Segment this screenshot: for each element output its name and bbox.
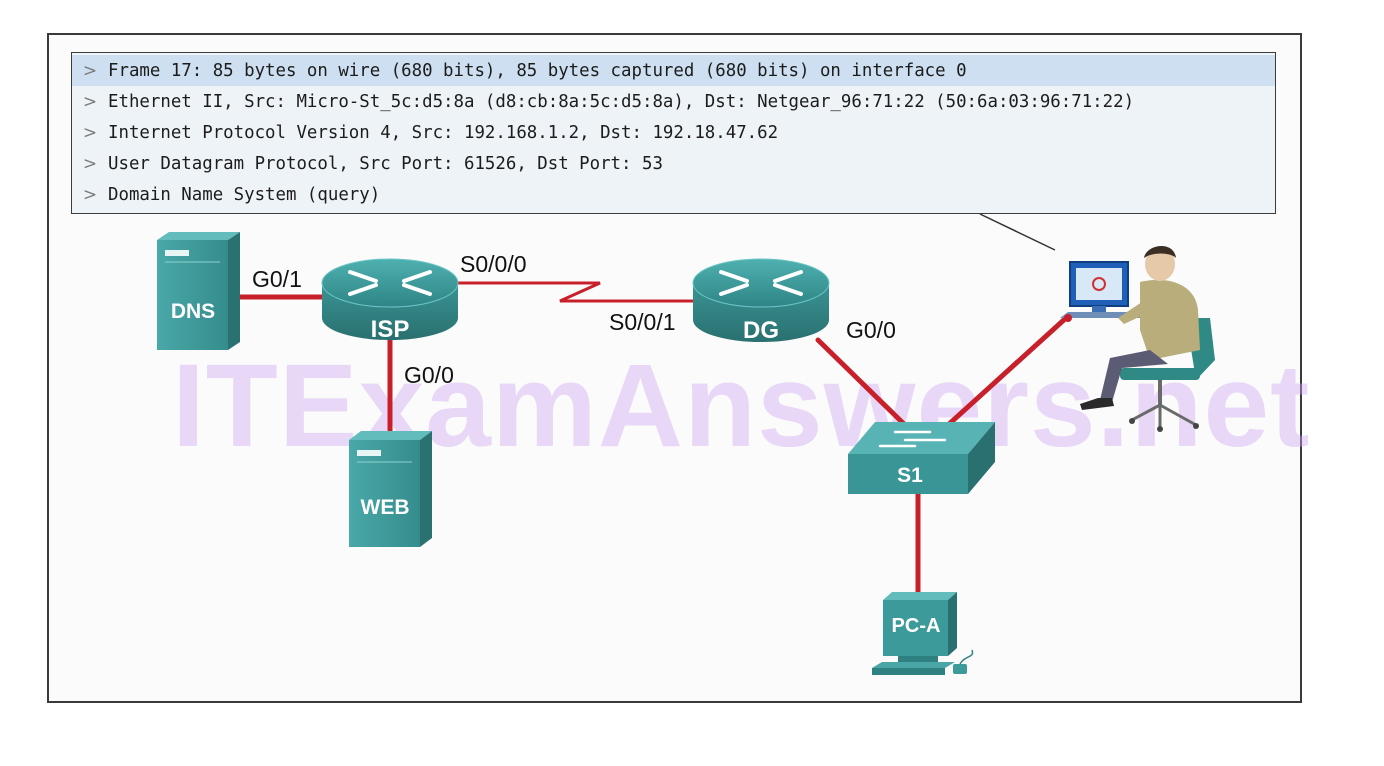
admin-nic-port — [1064, 314, 1072, 322]
packet-row-udp[interactable]: > User Datagram Protocol, Src Port: 6152… — [72, 148, 1275, 179]
web-server-icon — [349, 431, 432, 547]
link-s1-admin — [945, 315, 1069, 428]
expand-chevron-icon[interactable]: > — [82, 184, 98, 205]
packet-row-ethernet[interactable]: > Ethernet II, Src: Micro-St_5c:d5:8a (d… — [72, 86, 1275, 117]
packet-details-pane: > Frame 17: 85 bytes on wire (680 bits),… — [71, 52, 1276, 214]
link-isp-dg-serial — [453, 281, 702, 303]
web-label: WEB — [361, 496, 410, 519]
pc-a-icon — [872, 592, 974, 675]
link-dg-s1 — [815, 337, 908, 428]
isp-s000-label: S0/0/0 — [460, 251, 527, 277]
packet-row-text: Ethernet II, Src: Micro-St_5c:d5:8a (d8:… — [108, 91, 1135, 112]
packet-row-text: Internet Protocol Version 4, Src: 192.16… — [108, 122, 779, 143]
packet-row-frame[interactable]: > Frame 17: 85 bytes on wire (680 bits),… — [72, 55, 1275, 86]
packet-row-text: Domain Name System (query) — [108, 184, 381, 205]
packet-row-dns[interactable]: > Domain Name System (query) — [72, 179, 1275, 210]
isp-router-icon — [321, 258, 459, 340]
expand-chevron-icon[interactable]: > — [82, 91, 98, 112]
s1-label: S1 — [897, 464, 923, 487]
dg-router-icon — [692, 258, 830, 342]
expand-chevron-icon[interactable]: > — [82, 153, 98, 174]
s1-switch-icon — [848, 422, 995, 494]
packet-row-text: Frame 17: 85 bytes on wire (680 bits), 8… — [108, 60, 967, 81]
isp-g00-label: G0/0 — [404, 362, 454, 388]
pca-label: PC-A — [892, 615, 941, 637]
dns-label: DNS — [171, 300, 215, 323]
dg-g00-label: G0/0 — [846, 317, 896, 343]
dns-server-icon — [157, 232, 240, 350]
callout-pointer — [979, 213, 1056, 251]
packet-row-text: User Datagram Protocol, Src Port: 61526,… — [108, 153, 663, 174]
expand-chevron-icon[interactable]: > — [82, 60, 98, 81]
admin-user-icon — [1060, 245, 1215, 432]
expand-chevron-icon[interactable]: > — [82, 122, 98, 143]
dg-label: DG — [743, 317, 779, 344]
packet-row-ipv4[interactable]: > Internet Protocol Version 4, Src: 192.… — [72, 117, 1275, 148]
dg-s001-label: S0/0/1 — [609, 309, 676, 335]
isp-label: ISP — [371, 316, 410, 343]
isp-g01-label: G0/1 — [252, 266, 302, 292]
